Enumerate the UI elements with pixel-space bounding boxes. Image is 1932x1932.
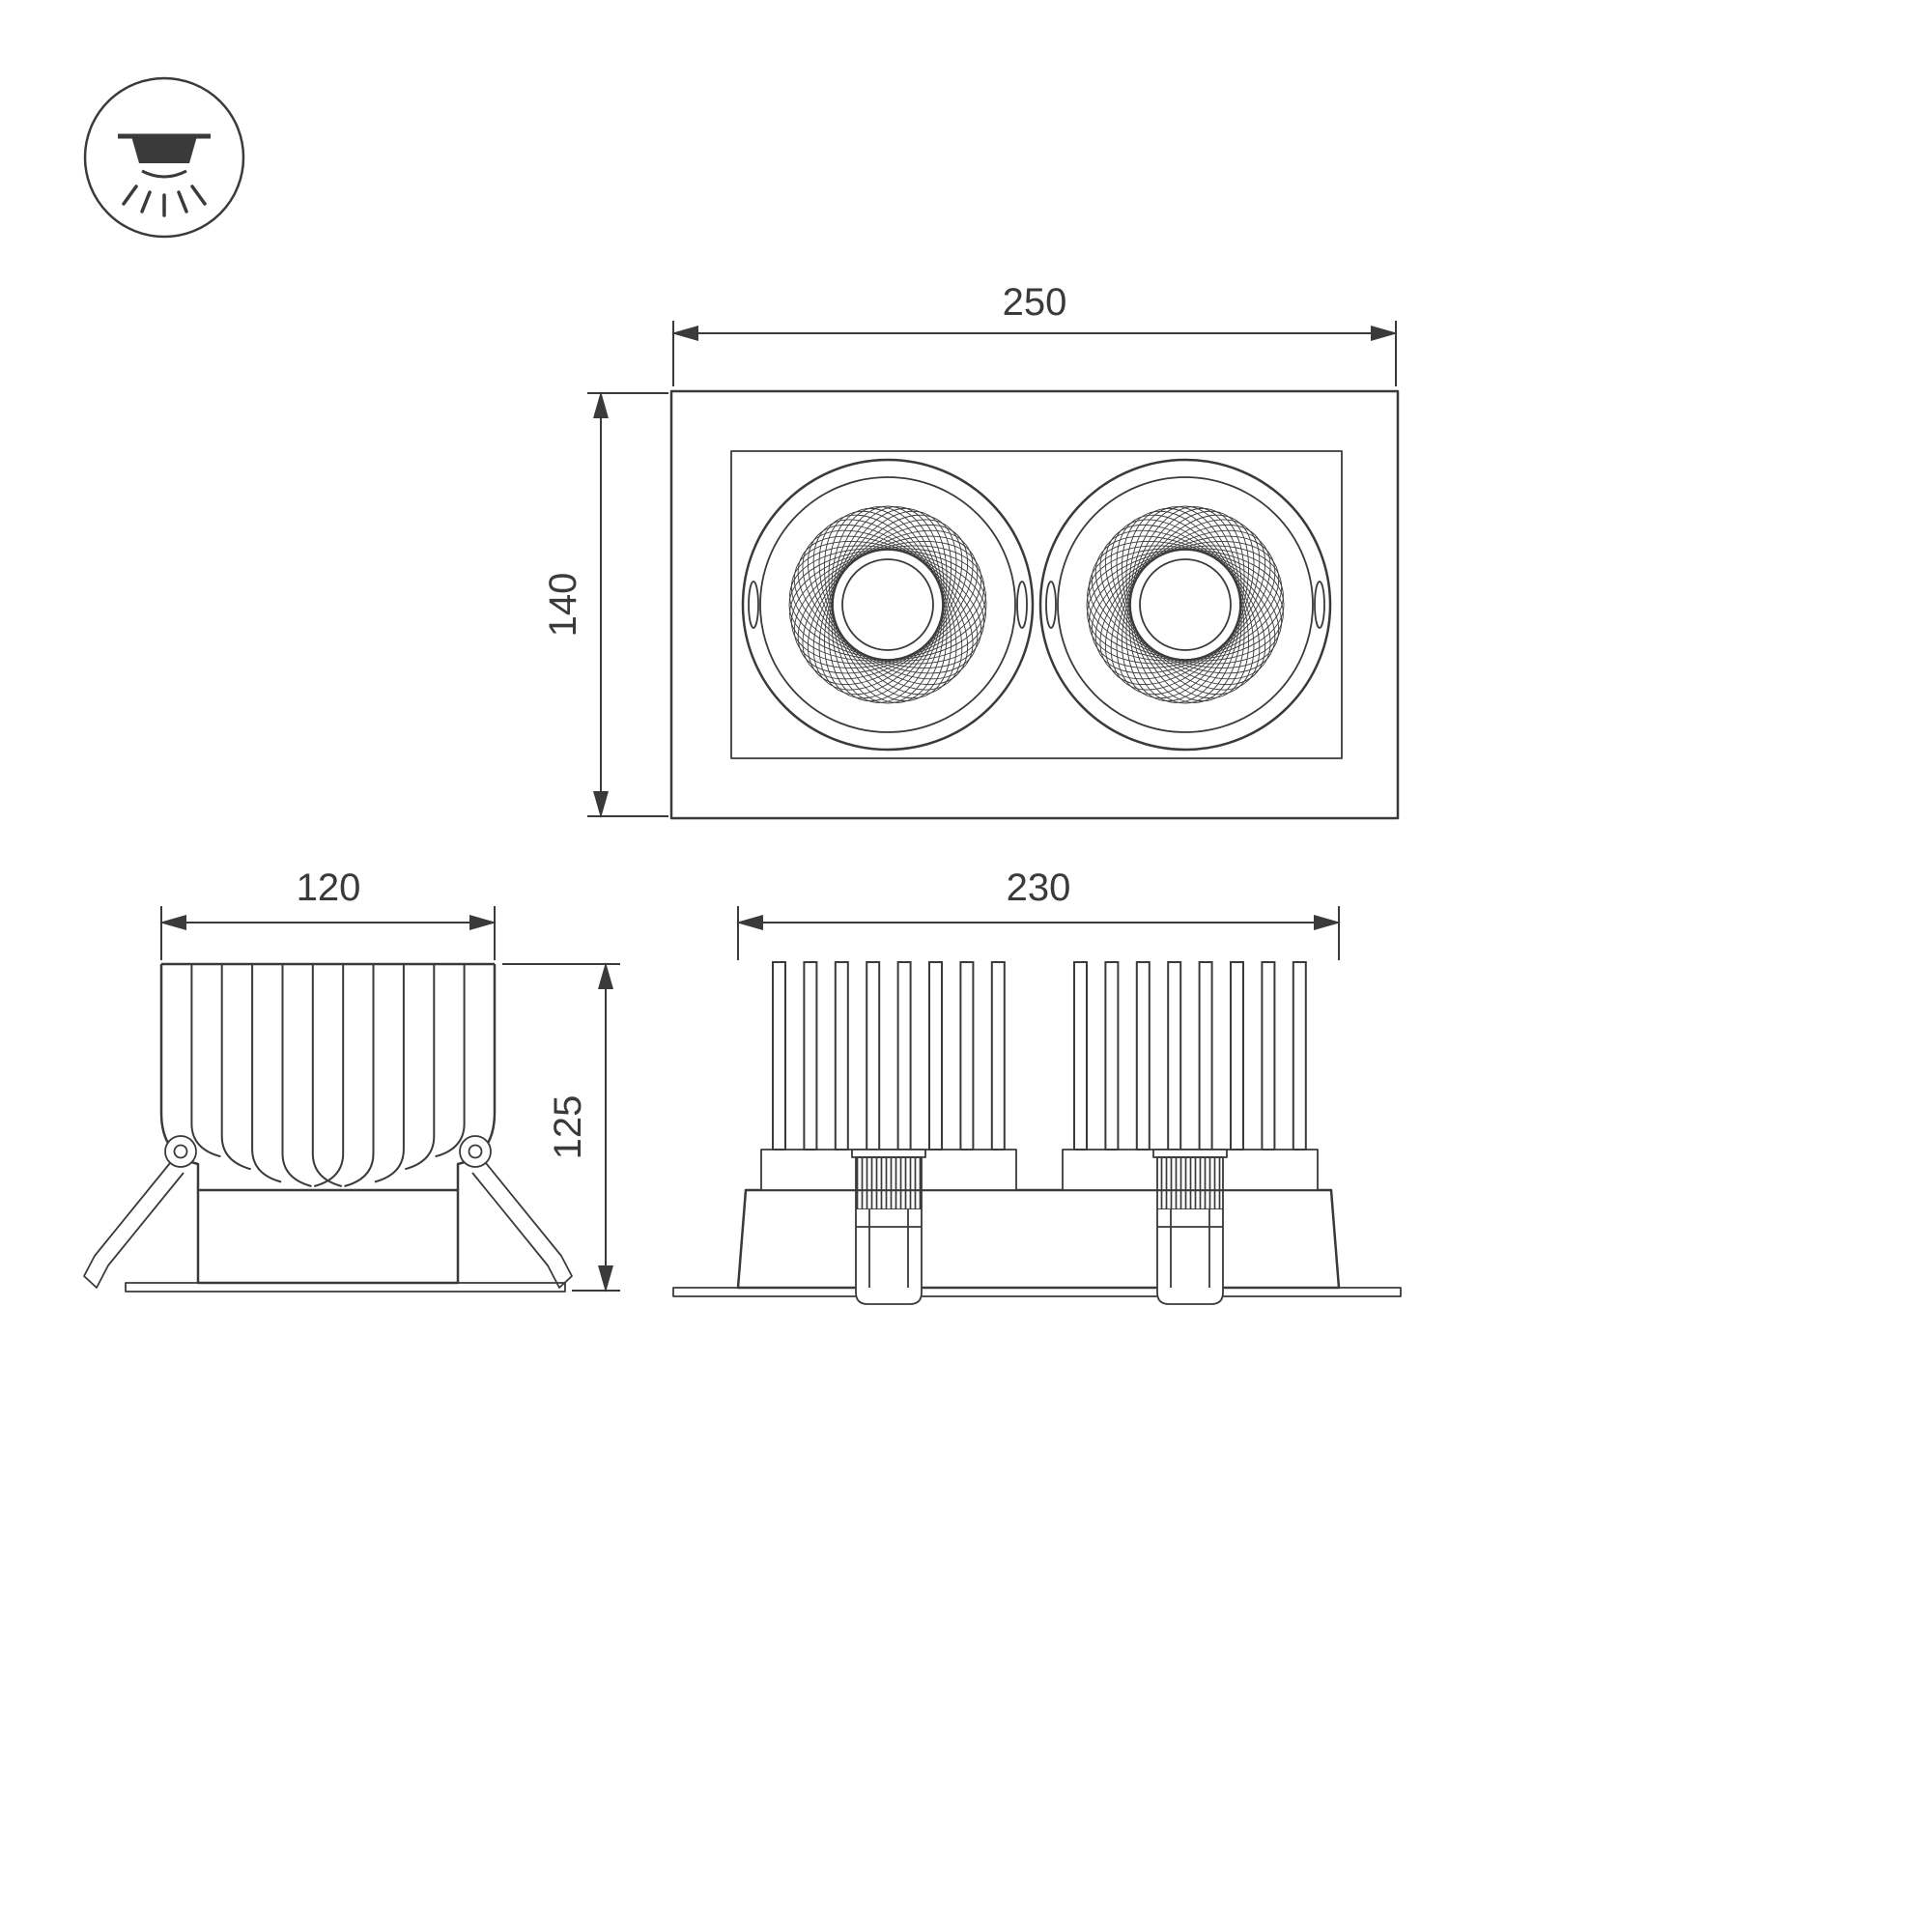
heatsink-fin bbox=[313, 964, 345, 1187]
heatsink-fin bbox=[374, 964, 405, 1183]
dim-side-width: 120 bbox=[159, 867, 497, 960]
rear-housing-body bbox=[736, 1188, 1341, 1290]
rear-heatsink-fins-left bbox=[772, 961, 1006, 1151]
heatsink-fin bbox=[990, 961, 1006, 1151]
dim-front-width: 250 bbox=[671, 281, 1398, 386]
lamp-right-tab-right bbox=[1314, 581, 1325, 629]
icon-circle bbox=[83, 76, 245, 239]
spring-clip-right bbox=[459, 1135, 573, 1289]
lamp-left-outer-ring bbox=[741, 458, 1035, 752]
heatsink-fin bbox=[772, 961, 786, 1151]
rear-clip-right bbox=[1152, 1149, 1228, 1305]
lamp-left-bezel-ring bbox=[759, 476, 1016, 733]
dim-rear-width: 230 bbox=[736, 867, 1341, 960]
spring-clip-pivot bbox=[164, 1135, 197, 1168]
front-view bbox=[669, 389, 1400, 820]
lamp-left-tab-left bbox=[748, 581, 759, 629]
heatsink-fin bbox=[281, 964, 312, 1187]
spring-clip-arm bbox=[471, 1162, 573, 1289]
clip-hatched-spring bbox=[1156, 1156, 1224, 1210]
lamp-left-led-center bbox=[841, 558, 934, 651]
side-housing bbox=[196, 1188, 460, 1285]
dim-front-height: 140 bbox=[542, 391, 668, 818]
lamp-left bbox=[741, 458, 1035, 752]
heatsink-fin bbox=[1167, 961, 1182, 1151]
heatsink-fin bbox=[803, 961, 818, 1151]
heatsink-fin bbox=[1073, 961, 1088, 1151]
downlight-icon bbox=[83, 76, 245, 239]
spring-clip-pivot-pin bbox=[173, 1144, 188, 1159]
heatsink-fin bbox=[866, 961, 881, 1151]
heatsink-fin bbox=[1104, 961, 1120, 1151]
rear-clip-left bbox=[851, 1149, 926, 1305]
clip-hatched-spring bbox=[855, 1156, 923, 1210]
heatsink-fin bbox=[1230, 961, 1244, 1151]
side-heatsink-fins bbox=[190, 964, 466, 1187]
lamp-left-tab-right bbox=[1016, 581, 1028, 629]
spring-clip-left bbox=[83, 1135, 197, 1289]
heatsink-fin bbox=[190, 964, 221, 1158]
heatsink-fin bbox=[896, 961, 912, 1151]
clip-bracket bbox=[855, 1209, 923, 1305]
heatsink-fin bbox=[251, 964, 282, 1183]
clip-bracket bbox=[1156, 1209, 1224, 1305]
heatsink-fin bbox=[928, 961, 943, 1151]
heatsink-fin bbox=[834, 961, 849, 1151]
heatsink-fin bbox=[1198, 961, 1213, 1151]
dim-label-side-height: 125 bbox=[547, 1095, 589, 1160]
heatsink-fin bbox=[959, 961, 975, 1151]
icon-light-rays bbox=[122, 185, 207, 217]
lamp-right-outer-ring bbox=[1038, 458, 1332, 752]
dim-label-front-width: 250 bbox=[1003, 281, 1067, 324]
icon-diffuser-arc bbox=[141, 169, 187, 179]
dim-label-front-height: 140 bbox=[542, 573, 584, 638]
dim-label-side-width: 120 bbox=[297, 867, 361, 909]
spring-clip-pivot bbox=[459, 1135, 492, 1168]
lamp-right-led-center bbox=[1139, 558, 1232, 651]
heatsink-fin bbox=[311, 964, 343, 1187]
rear-elevation-view bbox=[672, 961, 1402, 1305]
heatsink-fin bbox=[1261, 961, 1276, 1151]
clip-cap bbox=[1152, 1149, 1228, 1158]
heatsink-fin bbox=[1292, 961, 1307, 1151]
side-trim-flange bbox=[125, 1282, 566, 1293]
clip-cap bbox=[851, 1149, 926, 1158]
icon-lamp-body bbox=[131, 136, 197, 163]
lamp-right-tab-left bbox=[1045, 581, 1057, 629]
spring-clip-arm bbox=[83, 1162, 185, 1289]
rear-trim-flange bbox=[672, 1287, 1402, 1297]
heatsink-fin bbox=[220, 964, 251, 1171]
heatsink-fin bbox=[1135, 961, 1151, 1151]
lamp-right bbox=[1038, 458, 1332, 752]
rear-heatsink-fins-right bbox=[1073, 961, 1307, 1151]
lamp-right-led-ring bbox=[1129, 549, 1241, 661]
dim-label-rear-width: 230 bbox=[1007, 867, 1071, 909]
lamp-right-bezel-ring bbox=[1057, 476, 1314, 733]
heatsink-fin bbox=[344, 964, 375, 1187]
heatsink-fin bbox=[435, 964, 466, 1158]
side-view bbox=[83, 962, 573, 1293]
front-inner-frame bbox=[730, 450, 1343, 759]
heatsink-fin bbox=[405, 964, 436, 1171]
spring-clip-pivot-pin bbox=[468, 1144, 483, 1159]
lamp-left-led-ring bbox=[832, 549, 944, 661]
dim-side-height: 125 bbox=[502, 962, 620, 1293]
